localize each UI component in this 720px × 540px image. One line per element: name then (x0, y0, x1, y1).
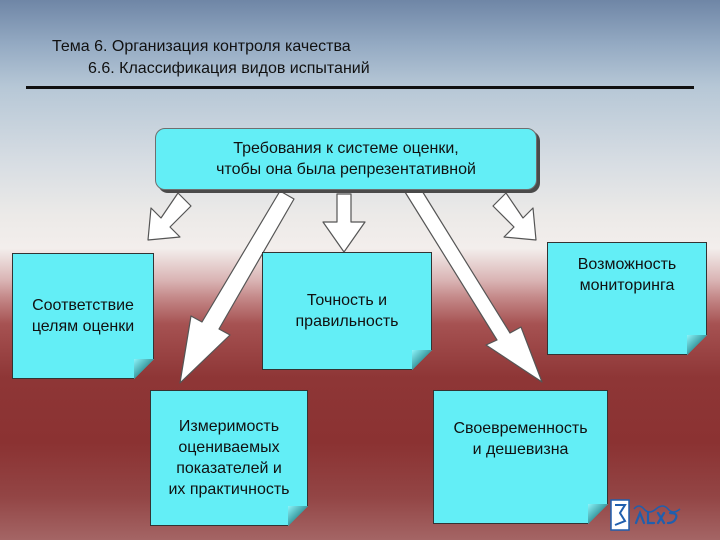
page-curl-icon (288, 506, 308, 526)
page-curl-icon (134, 359, 154, 379)
arrow-to-accuracy (322, 193, 366, 253)
requirement-accuracy-note: Точность и правильность (262, 252, 432, 370)
arrow-to-monitoring (492, 192, 537, 241)
subtopic-title: 6.6. Классификация видов испытаний (88, 60, 370, 77)
arrow-to-timeliness (404, 185, 543, 383)
arrow-to-conformity (147, 192, 192, 241)
university-logo-icon (610, 499, 681, 531)
requirement-measurability-note: Измеримость оцениваемых показателей и их… (150, 390, 308, 526)
representativeness-requirements-box: Требования к системе оценки, чтобы она б… (155, 128, 537, 190)
requirement-monitoring-note: Возможность мониторинга (547, 242, 707, 355)
requirement-timeliness-note: Своевременность и дешевизна (433, 390, 608, 524)
page-curl-icon (687, 335, 707, 355)
topic-title: Тема 6. Организация контроля качества (52, 38, 351, 55)
arrow-to-measurability (179, 190, 295, 384)
page-curl-icon (588, 504, 608, 524)
page-curl-icon (412, 350, 432, 370)
title-divider (26, 86, 694, 89)
requirement-conformity-note: Соответствие целям оценки (12, 253, 154, 379)
